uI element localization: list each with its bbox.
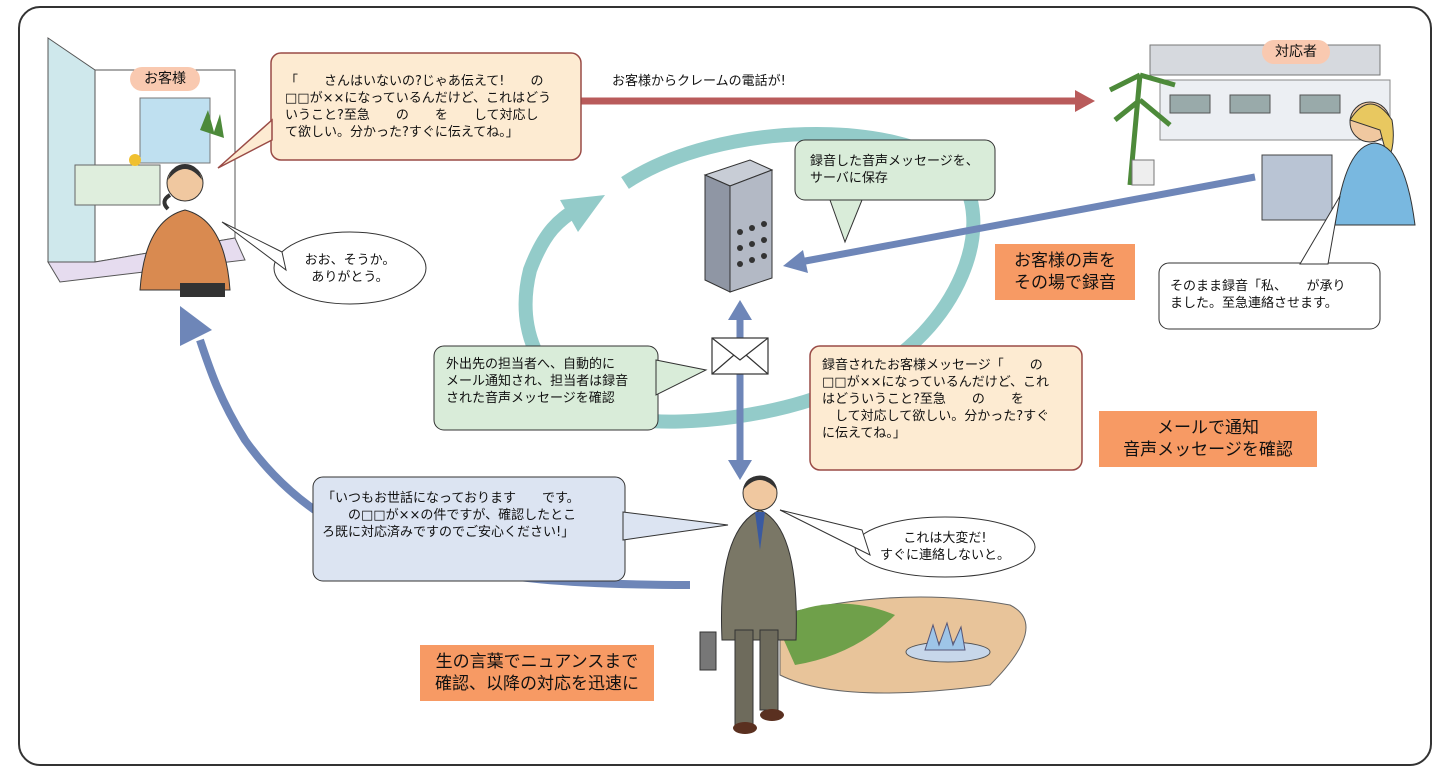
claim-call-label: お客様からクレームの電話が! (612, 74, 786, 89)
nuance-tag: 生の言葉でニュアンスまで 確認、以降の対応を迅速に (420, 645, 654, 701)
customer-person-illustration (139, 164, 231, 297)
claim-arrow-head (1075, 90, 1095, 112)
return-arrow-head (180, 306, 212, 346)
staff-thought-bubble: これは大変だ! すぐに連絡しないと。 (879, 531, 1010, 563)
office-illustration (1108, 44, 1391, 186)
record-arrow-head (783, 250, 808, 273)
responder-label: 対応者 (1262, 40, 1330, 64)
responder-record-bubble: そのまま録音「私、 が承り ました。至急連絡させます。 (1170, 279, 1346, 311)
mail-check-tag: メールで通知 音声メッセージを確認 (1099, 411, 1317, 467)
record-on-spot-tag: お客様の声を その場で録音 (995, 244, 1135, 300)
up-arrow-head (728, 300, 752, 320)
staff-person-illustration (699, 475, 797, 734)
customer-request-bubble: 「 さんはいないの?じゃあ伝えて! の □□が××になっているんだけど、これはど… (285, 74, 552, 140)
responder-person-illustration (1261, 101, 1416, 226)
customer-label: お客様 (130, 67, 200, 91)
server-save-bubble: 録音した音声メッセージを、 サーバに保存 (810, 154, 979, 186)
recorded-message-bubble: 録音されたお客様メッセージ「 の □□が××になっているんだけど、これ はどうい… (822, 358, 1050, 441)
mail-notify-bubble: 外出先の担当者へ、自動的に メール通知され、担当者は録音 された音声メッセージを… (446, 357, 629, 406)
customer-thanks-bubble: おお、そうか。 ありがとう。 (304, 253, 396, 285)
park-illustration (775, 596, 1027, 694)
staff-reply-bubble: 「いつもお世話になっております です。 の□□が××の件ですが、確認したとこ ろ… (322, 491, 580, 540)
server-illustration (703, 159, 774, 293)
diagram-artwork (47, 37, 1416, 734)
down-arrow-head (728, 460, 752, 480)
mail-envelope-icon (711, 337, 769, 375)
bubble-shapes (217, 52, 1381, 582)
